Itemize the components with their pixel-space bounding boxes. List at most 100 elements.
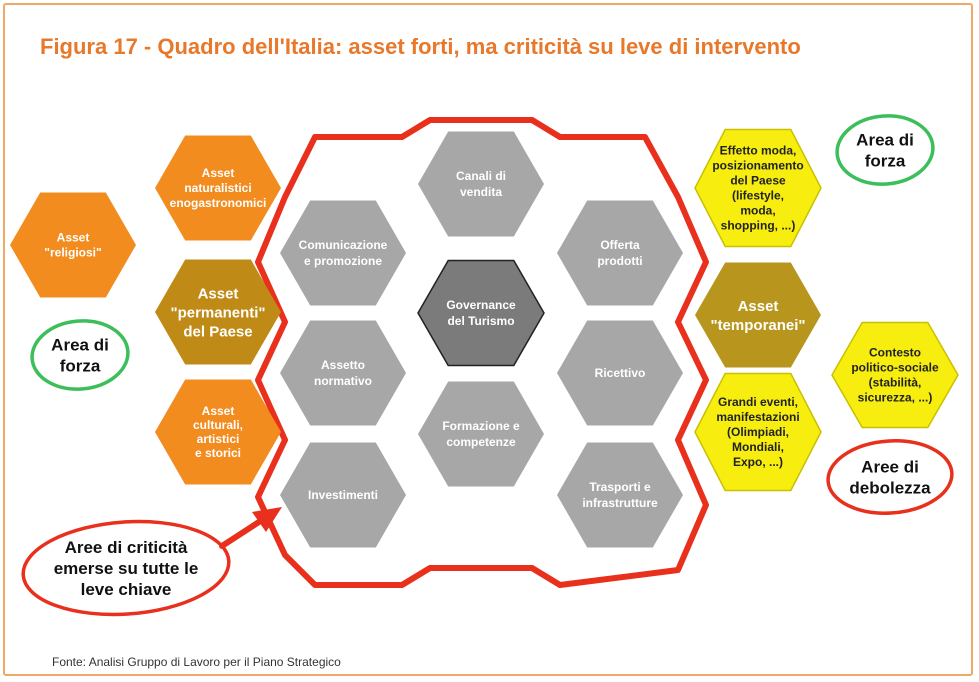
hex-ricettivo-shape [557, 320, 683, 426]
hex-canali-vendita-label: Canali di [456, 169, 506, 183]
hex-trasporti-label: Trasporti e [589, 480, 651, 494]
hex-asset-naturalistici-label: enogastronomici [170, 196, 267, 210]
hex-investimenti-label: Investimenti [308, 488, 378, 502]
hex-assetto-normativo: Assetto normativo [280, 320, 406, 426]
hex-comunicazione: Comunicazione e promozione [280, 200, 406, 306]
callout-aree-criticita-oval [21, 519, 231, 617]
hex-asset-permanenti-label: del Paese [183, 323, 252, 340]
hex-asset-religiosi-shape [10, 192, 136, 298]
hex-asset-culturali-label: artistici [197, 432, 240, 446]
callout-aree-criticita: Aree di criticità emerse su tutte le leve … [21, 519, 231, 617]
callout-aree-debolezza-label: debolezza [849, 478, 931, 497]
hex-effetto-moda-label: posizionamento [712, 159, 803, 173]
hex-asset-culturali-label: e storici [195, 446, 241, 460]
callout-area-forza-left-label: Area di [51, 335, 109, 354]
hex-governance-label: del Turismo [447, 314, 514, 328]
hex-ricettivo: Ricettivo [557, 320, 683, 426]
hex-asset-temporanei-label: "temporanei" [710, 317, 805, 334]
callout-aree-criticita-label: leve chiave [81, 580, 172, 599]
hex-asset-religiosi: Asset"religiosi" [10, 192, 136, 298]
hex-contesto-label: Contesto [869, 346, 921, 360]
hex-grandi-eventi-label: (Olimpiadi, [727, 425, 789, 439]
hex-comunicazione-label: Comunicazione [299, 238, 388, 252]
hex-contesto-label: sicurezza, ...) [858, 391, 933, 405]
hex-asset-permanenti-label: "permanenti" [170, 304, 265, 321]
hex-effetto-moda-label: moda, [740, 204, 775, 218]
hex-contesto-label: politico-sociale [851, 361, 939, 375]
hex-assetto-normativo-label: Assetto [321, 358, 365, 372]
callout-aree-criticita-label: emerse su tutte le [54, 559, 199, 578]
hex-grandi-eventi: Grandi eventi,manifestazioni(Olimpiadi,M… [694, 372, 822, 492]
hex-effetto-moda-shape [694, 128, 822, 248]
callout-aree-debolezza: Aree di debolezza [826, 439, 954, 515]
hex-formazione-label: competenze [446, 435, 516, 449]
figure-source: Fonte: Analisi Gruppo di Lavoro per il P… [52, 655, 341, 669]
hex-asset-naturalistici-shape [155, 135, 281, 241]
hex-grandi-eventi-label: manifestazioni [716, 410, 799, 424]
hex-formazione: Formazione e competenze [418, 381, 544, 487]
arrow-shaft [219, 517, 265, 549]
hex-canali-vendita-shape [418, 131, 544, 237]
hex-canali-vendita: Canali di vendita [418, 131, 544, 237]
hex-grandi-eventi-label: Expo, ...) [733, 455, 783, 469]
hex-investimenti-shape [280, 442, 406, 548]
hex-effetto-moda-label: del Paese [730, 174, 786, 188]
callout-area-forza-right-label: forza [865, 151, 906, 170]
hex-effetto-moda-label: shopping, ...) [721, 219, 796, 233]
hex-grandi-eventi-label: Mondiali, [732, 440, 784, 454]
hex-grandi-eventi-shape [694, 372, 822, 492]
hex-assetto-normativo-shape [280, 320, 406, 426]
hex-governance: Governance del Turismo [417, 259, 545, 367]
hex-asset-temporanei-shape [695, 262, 821, 368]
hex-comunicazione-shape [280, 200, 406, 306]
hex-asset-temporanei-label: Asset [738, 298, 779, 315]
figure-title: Figura 17 - Quadro dell'Italia: asset fo… [40, 34, 801, 59]
callout-area-forza-left-label: forza [60, 356, 101, 375]
hex-asset-naturalistici-label: naturalistici [184, 181, 251, 195]
hex-offerta-prodotti-label: Offerta [600, 238, 640, 252]
hex-asset-culturali-shape [155, 379, 281, 485]
callout-aree-debolezza-label: Aree di [861, 457, 919, 476]
hex-asset-temporanei: Asset "temporanei" [695, 262, 821, 368]
hex-contesto-label: (stabilità, [869, 376, 922, 390]
hex-asset-permanenti-label: Asset [198, 285, 239, 302]
callout-area-forza-left-oval [30, 319, 130, 391]
hex-ricettivo-label: Ricettivo [595, 366, 646, 380]
criticality-outline [255, 117, 709, 588]
hex-grandi-eventi-label: Grandi eventi, [718, 395, 798, 409]
callout-area-forza-right-label: Area di [856, 130, 914, 149]
criticality-arrow-icon [219, 507, 282, 549]
hex-asset-permanenti-shape [155, 259, 281, 365]
callout-area-forza-left: Area di forza [30, 319, 130, 391]
hex-asset-naturalistici-label: Asset [202, 166, 235, 180]
hex-governance-shape [417, 259, 545, 367]
hex-trasporti-shape [557, 442, 683, 548]
hex-investimenti: Investimenti [280, 442, 406, 548]
callout-area-forza-right-oval [835, 114, 935, 186]
hex-contesto: Contestopolitico-sociale(stabilità,sicur… [831, 321, 959, 429]
hex-assetto-normativo-label: normativo [314, 374, 372, 388]
hex-contesto-shape [831, 321, 959, 429]
hex-asset-culturali-label: culturali, [193, 418, 243, 432]
hex-asset-permanenti: Asset "permanenti" del Paese [155, 259, 281, 365]
hex-asset-culturali-label: Asset [202, 404, 235, 418]
hex-trasporti-label: infrastrutture [582, 496, 658, 510]
hex-canali-vendita-label: vendita [460, 185, 502, 199]
arrow-head [252, 507, 282, 532]
hex-formazione-shape [418, 381, 544, 487]
hex-asset-religiosi-label: Asset [57, 231, 90, 245]
callout-aree-debolezza-oval [826, 439, 954, 515]
hex-formazione-label: Formazione e [442, 419, 520, 433]
hex-effetto-moda-label: Effetto moda, [720, 144, 797, 158]
callout-area-forza-right: Area di forza [835, 114, 935, 186]
hex-comunicazione-label: e promozione [304, 254, 382, 268]
hex-effetto-moda-label: (lifestyle, [732, 189, 784, 203]
hex-trasporti: Trasporti e infrastrutture [557, 442, 683, 548]
hex-governance-label: Governance [446, 298, 516, 312]
callout-aree-criticita-label: Aree di criticità [65, 538, 188, 557]
hex-asset-religiosi-label: "religiosi" [44, 246, 101, 260]
